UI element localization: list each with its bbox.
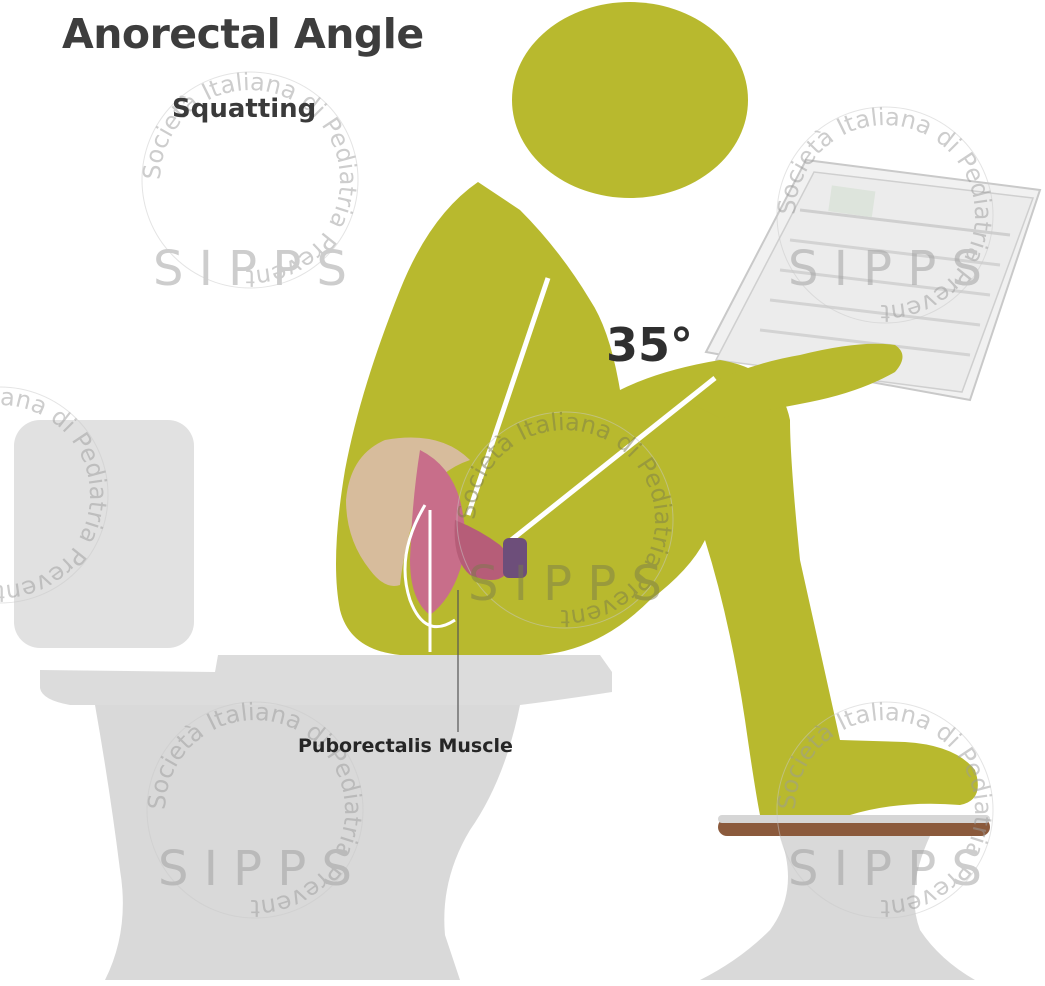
posture-subtitle: Squatting <box>172 94 316 124</box>
figure-head <box>512 2 748 198</box>
toilet-seat <box>40 655 612 705</box>
angle-value-label: 35° <box>606 318 693 372</box>
svg-text:S I P P S: S I P P S <box>158 841 352 897</box>
puborectalis-muscle-label: Puborectalis Muscle <box>298 735 513 757</box>
diagram-title: Anorectal Angle <box>62 10 424 58</box>
svg-text:S I P P S: S I P P S <box>788 241 982 297</box>
svg-text:S I P P S: S I P P S <box>788 841 982 897</box>
svg-text:S I P P S: S I P P S <box>468 556 662 612</box>
svg-text:S I P P S: S I P P S <box>153 241 347 297</box>
